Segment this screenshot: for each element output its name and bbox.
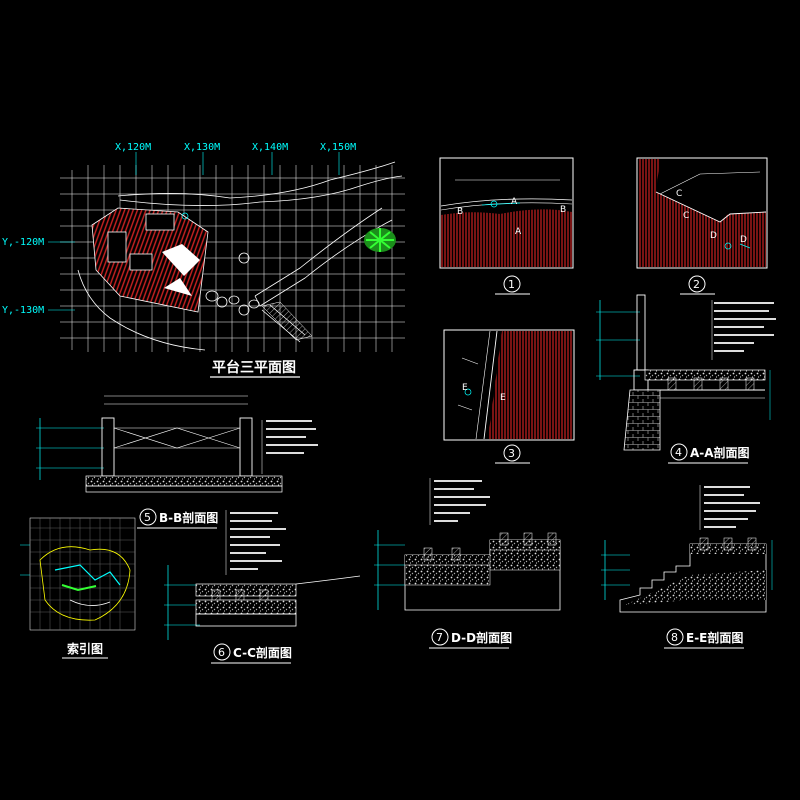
detail-1-marker-a: A: [511, 197, 518, 207]
section-7-notes: [434, 480, 490, 522]
plan-stair-ramp: [261, 301, 313, 341]
detail-3-marker-e: E: [462, 383, 468, 393]
x-coord-150: X,150M: [320, 142, 356, 153]
detail-3-frame: [443, 329, 575, 441]
detail-3-marker-e2: E: [500, 393, 506, 403]
detail-3-number: 3: [508, 447, 515, 460]
x-coord-120: X,120M: [115, 142, 151, 153]
detail-2-number-circle: [688, 275, 706, 293]
joists-dd: [423, 532, 557, 561]
detail-1-marker-b2: B: [560, 205, 566, 215]
detail-3: E E 3: [443, 329, 575, 464]
detail-2: C C D D 2: [636, 157, 768, 295]
section-8-title: E-E剖面图: [686, 630, 743, 645]
detail-3-hatch: [488, 331, 573, 439]
x-coord-140: X,140M: [252, 142, 288, 153]
detail-1-hatch: [441, 209, 572, 267]
section-5-bb: 5 B-B剖面图: [36, 395, 318, 529]
plan-title: 平台三平面图: [212, 359, 296, 376]
index-map-title: 索引图: [67, 641, 103, 656]
detail-1-marker-b: B: [457, 207, 463, 217]
callout-marker: [181, 212, 189, 220]
pavilion-roof: [145, 213, 175, 231]
section-5-notes: [266, 420, 318, 454]
detail-1-frame: [439, 157, 574, 269]
section-4-title: A-A剖面图: [690, 445, 750, 460]
coordinate-leaders: [48, 152, 340, 311]
section-4-aa: 4 A-A剖面图: [596, 294, 776, 464]
detail-1-number-circle: [503, 275, 521, 293]
detail-2-marker-d: D: [710, 231, 717, 241]
detail-2-marker-c2: C: [683, 211, 689, 221]
section-7-number: 7: [436, 631, 443, 644]
shrub-icon: [364, 228, 396, 252]
detail-2-marker-d2: D: [740, 235, 747, 245]
y-coord-minus-130: Y,-130M: [2, 305, 44, 316]
detail-2-hatch: [638, 159, 766, 267]
stepping-stones: [205, 290, 260, 316]
platform-table: [129, 253, 153, 271]
detail-1-number: 1: [508, 278, 515, 291]
section-4-number: 4: [675, 446, 682, 459]
section-6-notes: [230, 512, 286, 570]
index-map: 索引图: [20, 517, 136, 659]
section-5-title: B-B剖面图: [159, 510, 218, 525]
section-6-title: C-C剖面图: [233, 645, 292, 660]
section-8-number-circle: [666, 628, 684, 646]
deck-stair-a: [162, 244, 200, 276]
section-8-number: 8: [671, 631, 678, 644]
detail-3-number-circle: [503, 444, 521, 462]
detail-2-frame: [636, 157, 768, 269]
detail-2-marker-c: C: [676, 189, 682, 199]
terrain-lines: [77, 161, 403, 351]
x-coord-130: X,130M: [184, 142, 220, 153]
section-5-number-circle: [139, 508, 157, 526]
section-8-ee: 8 E-E剖面图: [601, 485, 773, 649]
section-7-dd: 7 D-D剖面图: [374, 478, 561, 649]
section-6-number-circle: [213, 643, 231, 661]
section-7-title: D-D剖面图: [451, 630, 512, 645]
section-7-number-circle: [431, 628, 449, 646]
detail-1-marker-a2: A: [515, 227, 522, 237]
plan-view: X,120M X,130M X,140M X,150M Y,-120M Y,-1…: [2, 142, 405, 378]
deck-stair-b: [164, 278, 192, 296]
section-4-number-circle: [670, 443, 688, 461]
detail-2-number: 2: [693, 278, 700, 291]
y-coord-minus-120: Y,-120M: [2, 237, 44, 248]
section-8-notes: [704, 486, 760, 528]
tree-marker: [238, 252, 250, 264]
section-6-number: 6: [218, 646, 225, 659]
section-4-notes: [714, 302, 776, 352]
platform-room: [107, 231, 127, 263]
section-5-number: 5: [144, 511, 151, 524]
joists-ee: [699, 537, 757, 551]
detail-1: B A A B 1: [439, 157, 574, 295]
section-6-cc: 6 C-C剖面图: [164, 510, 361, 664]
